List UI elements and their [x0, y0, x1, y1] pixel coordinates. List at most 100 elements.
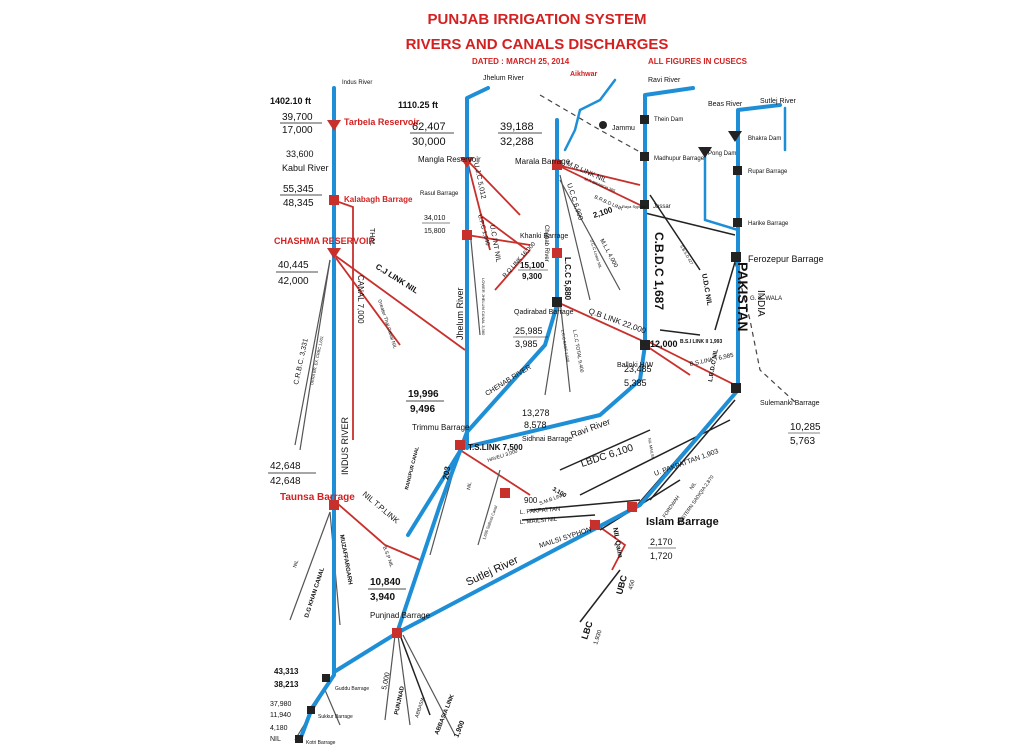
balloki-outflow: 5,385 [624, 378, 647, 388]
trimmu-outflow: 9,496 [410, 404, 435, 415]
sukkur-label: Sukkur Barrage [318, 714, 353, 720]
marala-inflow: 39,188 [500, 121, 534, 133]
mangla-level: 1110.25 ft [398, 100, 438, 110]
ravi-lower-line [406, 446, 464, 537]
ferozepur-label: Ferozepur Barrage [748, 254, 824, 264]
sukkur-inflow: 37,980 [270, 701, 292, 708]
kotri-inflow: 4,180 [270, 725, 288, 732]
beas-river-label: Beas River [708, 101, 743, 108]
rasul-label: Rasul Barrage [420, 191, 459, 197]
jhelum-river-line [465, 86, 490, 450]
cj-link-label: C.J LINK NIL [374, 262, 420, 295]
mailsi-marker [590, 520, 600, 530]
border-upper [539, 94, 641, 153]
ubc-value: 450 [628, 579, 637, 591]
pong-label: Pong Dam [708, 151, 736, 157]
ravi-river-label: Ravi River [648, 77, 681, 84]
abbasia-label: ABBASIA [414, 696, 427, 719]
kotri-label: Kotri Barrage [306, 740, 336, 746]
sulemanki-outflow: 5,763 [790, 436, 815, 447]
jassar-label: Jassar [653, 204, 671, 210]
sulemanki-inflow: 10,285 [790, 422, 821, 433]
red-canals [329, 159, 736, 571]
border-india [734, 261, 796, 403]
kalabagh-outflow: 48,345 [283, 198, 314, 209]
upc-label: U.P.C 1,040 [476, 214, 490, 247]
balloki-inflow: 23,485 [624, 364, 652, 374]
harike-label: Harike Barrage [748, 221, 789, 227]
taunsa-marker [329, 500, 339, 510]
rasul-marker [462, 230, 472, 240]
lcc-total-label: L.C.C TOTAL 9,400 [571, 329, 584, 373]
udc-label: U.D.C NIL [700, 273, 713, 307]
indus-river-label: Indus River [342, 80, 372, 86]
jhelum-river-label: Jhelum River [483, 75, 525, 82]
balloki-marker [640, 340, 650, 350]
lbc-label: LBC [579, 619, 594, 640]
indus-river-line [298, 86, 336, 742]
l-mailsi-label: L. MAILSI NIL [520, 517, 558, 526]
qadirabad-inflow: 25,985 [515, 326, 543, 336]
marala-marker [552, 160, 562, 170]
panjnad-river-line [332, 430, 469, 674]
trimmu-label: Trimmu Barrage [412, 423, 470, 432]
guddu-outflow: 38,213 [274, 680, 299, 689]
dg-nil-label: NIL [292, 559, 300, 568]
taunsa-outflow: 42,648 [270, 476, 301, 487]
ts-link-nil-label: NIL [466, 481, 473, 490]
kotri-outflow: NIL [270, 736, 281, 743]
kabul-value: 33,600 [286, 149, 314, 159]
kotri-marker [295, 735, 303, 743]
mangla-label: Mangla Reservoir [418, 155, 481, 164]
sutlej-river-line [395, 103, 782, 635]
sulemanki-label: Sulemanki Barrage [760, 400, 820, 407]
tarbela-label: Tarbela Reservoir [344, 117, 420, 127]
lbdc-nil-label: L.B.D.C NIL [708, 348, 720, 382]
chashma-outflow: 42,000 [278, 276, 309, 287]
chashma-marker [327, 248, 341, 259]
rupar-label: Rupar Barrage [748, 169, 788, 175]
bhakra-marker [728, 131, 742, 142]
ucc-label: U.C.C 6,900 [565, 182, 584, 221]
ujc-label: U.J.C 5,012 [472, 162, 487, 200]
punjnad-inflow: 10,840 [370, 577, 401, 588]
kalabagh-inflow: 55,345 [283, 184, 314, 195]
jammu-label: Jammu [612, 125, 635, 132]
lbdc-mailsi-label: NIL MAILSI [647, 437, 655, 458]
khanki-label: Khanki Barrage [520, 233, 568, 240]
chenab-river-line [465, 118, 559, 434]
barrage-markers [295, 115, 742, 743]
bs-link-ii-label: B.S.I LINK II 1,993 [680, 339, 722, 345]
lbc-value: 1,930 [593, 629, 604, 646]
aikhwar-label: Aikhwar [570, 71, 598, 78]
guddu-marker [322, 674, 330, 682]
ljc-label: LOWER JHELUM CANAL 3,380 [481, 278, 486, 336]
gswala-label: G. S. WALA [750, 296, 782, 302]
thal-label: THAL [368, 228, 375, 246]
dated-label: DATED : MARCH 25, 2014 [472, 57, 570, 66]
punjnad-canal-label: PUNJNAD [394, 685, 406, 715]
marala-label: Marala Barrage [515, 157, 571, 166]
qadirabad-marker [552, 297, 562, 307]
ravi-river-line [460, 86, 695, 450]
abbasia-link-value: 1,900 [453, 720, 466, 739]
sulemanki-marker [731, 383, 741, 393]
jammu-marker [599, 121, 607, 129]
title-line1: PUNJAB IRRIGATION SYSTEM [428, 11, 647, 28]
rupar-marker [733, 166, 742, 175]
khanki-marker [552, 248, 562, 258]
sidhnai-canal-label: 1,695 Sidhnai Canal [481, 505, 498, 541]
taunsa-label: Taunsa Barrage [280, 492, 355, 503]
kalabagh-label: Kalabagh Barrage [344, 195, 413, 204]
jassar-marker [640, 200, 649, 209]
rangpur-label: RANGPUR CANAL [404, 446, 421, 490]
bhakra-label: Bhakra Dam [748, 136, 781, 142]
chashma-label: CHASHMA RESERVOIR [274, 236, 376, 246]
ts-link-label: T.S.LINK 7,500 [468, 443, 523, 452]
tarbela-inflow: 39,700 [282, 112, 313, 123]
guddu-inflow: 43,313 [274, 667, 299, 676]
rasul-outflow: 15,800 [424, 228, 446, 235]
sidhnai-inflow: 13,278 [522, 408, 550, 418]
mangla-marker [460, 157, 474, 168]
